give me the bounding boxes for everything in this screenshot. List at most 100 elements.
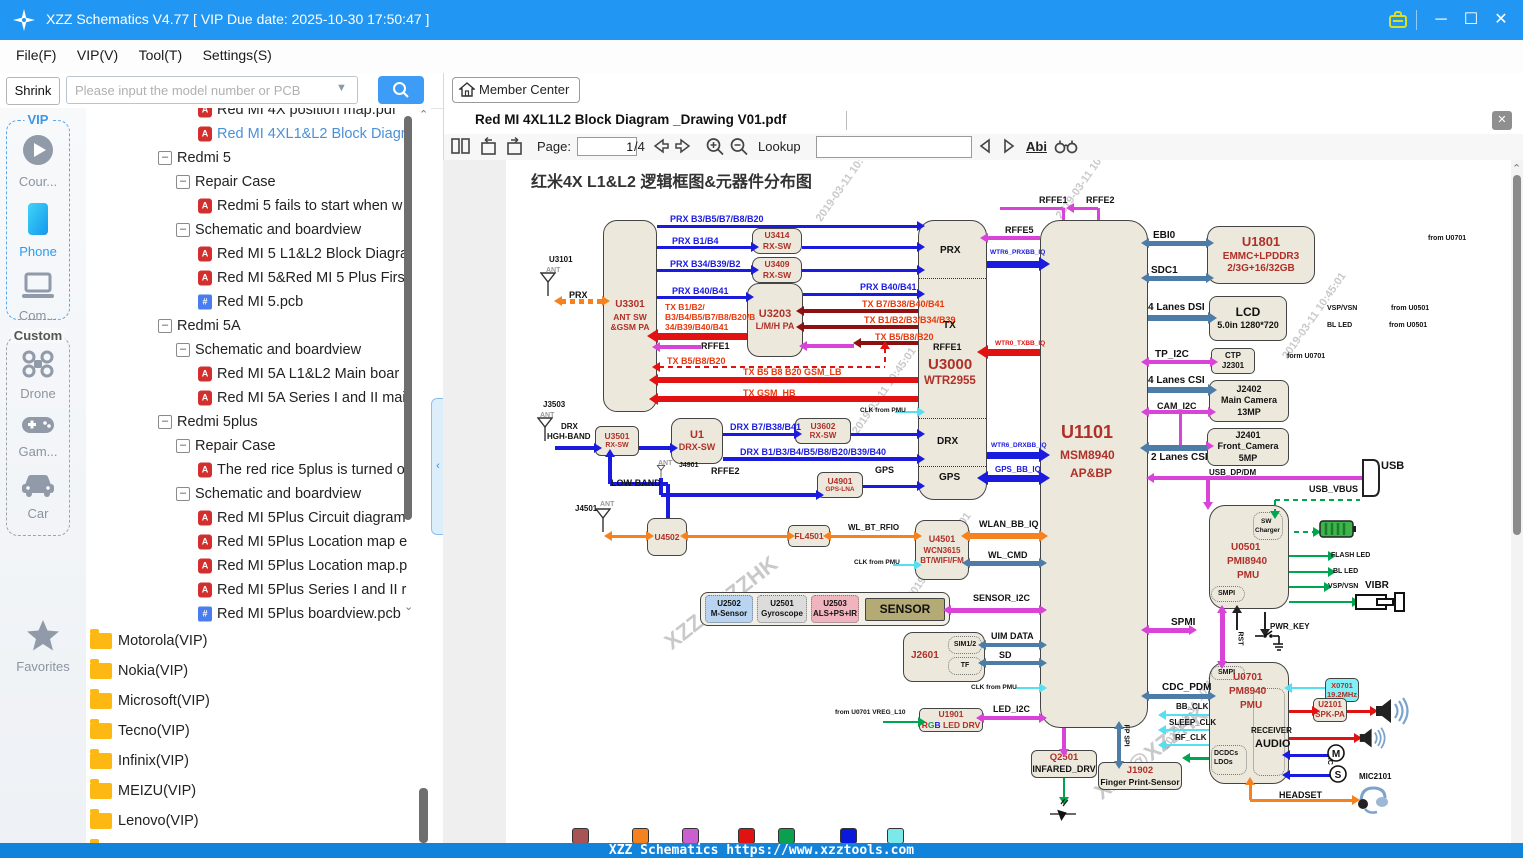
tree-scroll-up-icon[interactable]: ⌃	[419, 109, 429, 121]
close-button[interactable]: ✕	[1494, 11, 1508, 28]
tree-collapse-icon[interactable]: –	[158, 151, 172, 165]
vip-briefcase-icon[interactable]	[1388, 10, 1408, 30]
diagram-block-smpi-u0501[interactable]	[1211, 586, 1245, 602]
document-tab[interactable]: Red MI 4XL1L2 Block Diagram _Drawing V01…	[475, 112, 787, 127]
pdf-scrollbar-thumb[interactable]	[1513, 175, 1521, 535]
maximize-button[interactable]: ☐	[1463, 11, 1479, 28]
tree-item-row[interactable]: –Redmi 5plus	[86, 410, 431, 434]
menu-vip[interactable]: VIP(V)	[76, 47, 119, 63]
tree-item-row[interactable]: –Schematic and boardview	[86, 218, 431, 242]
tree-item-row[interactable]: –Redmi 5A	[86, 314, 431, 338]
tree-item-row[interactable]: –Schematic and boardview	[86, 338, 431, 362]
zoom-in-icon[interactable]	[705, 137, 725, 156]
next-page-icon[interactable]	[674, 137, 693, 155]
diagram-block-tf[interactable]: TF	[948, 657, 982, 675]
rotate-right-icon[interactable]	[504, 137, 524, 155]
tree-collapse-icon[interactable]: –	[176, 439, 190, 453]
close-document-icon[interactable]: ✕	[1492, 111, 1512, 130]
pdf-scroll-up-icon[interactable]: ⌃	[1512, 163, 1522, 175]
tree-collapse-icon[interactable]: –	[158, 415, 172, 429]
tree-folder-row[interactable]: MEIZU(VIP)	[86, 776, 431, 806]
diagram-block-dcdcs[interactable]	[1211, 745, 1247, 775]
tree-folder-row[interactable]: Motorola(VIP)	[86, 626, 431, 656]
tree-outer-scrollbar[interactable]	[419, 788, 428, 843]
tree-item-row[interactable]: –Repair Case	[86, 434, 431, 458]
tree-inner-scrollbar[interactable]	[404, 116, 412, 520]
rail-item-car[interactable]: Car	[7, 471, 69, 521]
menu-tool[interactable]: Tool(T)	[138, 47, 183, 63]
rail-item-phone[interactable]: Phone	[7, 201, 69, 259]
diagram-block-sw-charger[interactable]	[1253, 512, 1283, 540]
tree-collapse-icon[interactable]: –	[176, 343, 190, 357]
lookup-input[interactable]	[816, 136, 972, 158]
diagram-block-audio[interactable]	[1253, 688, 1285, 776]
tree-folder-row[interactable]: Infinix(VIP)	[86, 746, 431, 776]
rail-item-course[interactable]: Cour...	[7, 133, 69, 189]
diagram-block-u3000[interactable]	[918, 220, 987, 500]
menu-file[interactable]: File(F)	[16, 47, 57, 63]
tree-folder-row[interactable]: Nokia(VIP)	[86, 656, 431, 686]
diagram-block-u0501[interactable]	[1209, 505, 1289, 609]
tree-folder-row[interactable]: Lenovo(VIP)	[86, 806, 431, 836]
search-dropdown-chevron-icon[interactable]: ▼	[336, 82, 347, 94]
member-center-button[interactable]: Member Center	[452, 77, 581, 103]
tree-collapse-icon[interactable]: –	[176, 175, 190, 189]
rail-item-favorites[interactable]: Favorites	[0, 618, 86, 674]
tree-item-row[interactable]: –Redmi 5	[86, 146, 431, 170]
tree-folder-row[interactable]: Microsoft(VIP)	[86, 686, 431, 716]
menu-settings[interactable]: Settings(S)	[202, 47, 272, 63]
minimize-button[interactable]: ─	[1435, 11, 1447, 28]
tree-collapse-icon[interactable]: –	[158, 319, 172, 333]
rotate-left-icon[interactable]	[479, 137, 499, 155]
rail-item-game[interactable]: Gam...	[7, 413, 69, 459]
diagram-block-u0701[interactable]	[1209, 662, 1289, 784]
diagram-block-sensor[interactable]: SENSOR	[865, 598, 945, 621]
tree-folder-row[interactable]: Tecno(VIP)	[86, 716, 431, 746]
page-number-input[interactable]	[577, 137, 637, 156]
pdf-canvas[interactable]: 2019-03-11 10:45:02019-03-11 10:45:02019…	[443, 160, 1511, 843]
find-next-icon[interactable]	[1001, 137, 1017, 155]
find-prev-icon[interactable]	[977, 137, 993, 155]
tree-folder-row[interactable]	[86, 836, 431, 843]
pdf-scrollbar-track[interactable]: ⌃	[1511, 160, 1523, 843]
search-button[interactable]	[378, 76, 424, 104]
tree-item-row[interactable]: –Repair Case	[86, 170, 431, 194]
diagram-block-smpi-u0701[interactable]	[1211, 666, 1245, 680]
zoom-out-icon[interactable]	[729, 137, 749, 156]
two-page-view-icon[interactable]	[451, 137, 471, 155]
abi-text-tool[interactable]: Abi	[1026, 139, 1047, 154]
shrink-button[interactable]: Shrink	[6, 77, 60, 105]
tree-collapse-icon[interactable]: –	[176, 487, 190, 501]
tree-collapse-icon[interactable]: –	[176, 223, 190, 237]
model-search-input[interactable]	[66, 76, 358, 104]
diagram-block-sim12[interactable]: SIM1/2	[948, 636, 982, 654]
tree-item-row[interactable]: #Red MI 5.pcb	[86, 290, 431, 314]
tree-scroll-down-icon[interactable]: ⌄	[404, 601, 414, 613]
